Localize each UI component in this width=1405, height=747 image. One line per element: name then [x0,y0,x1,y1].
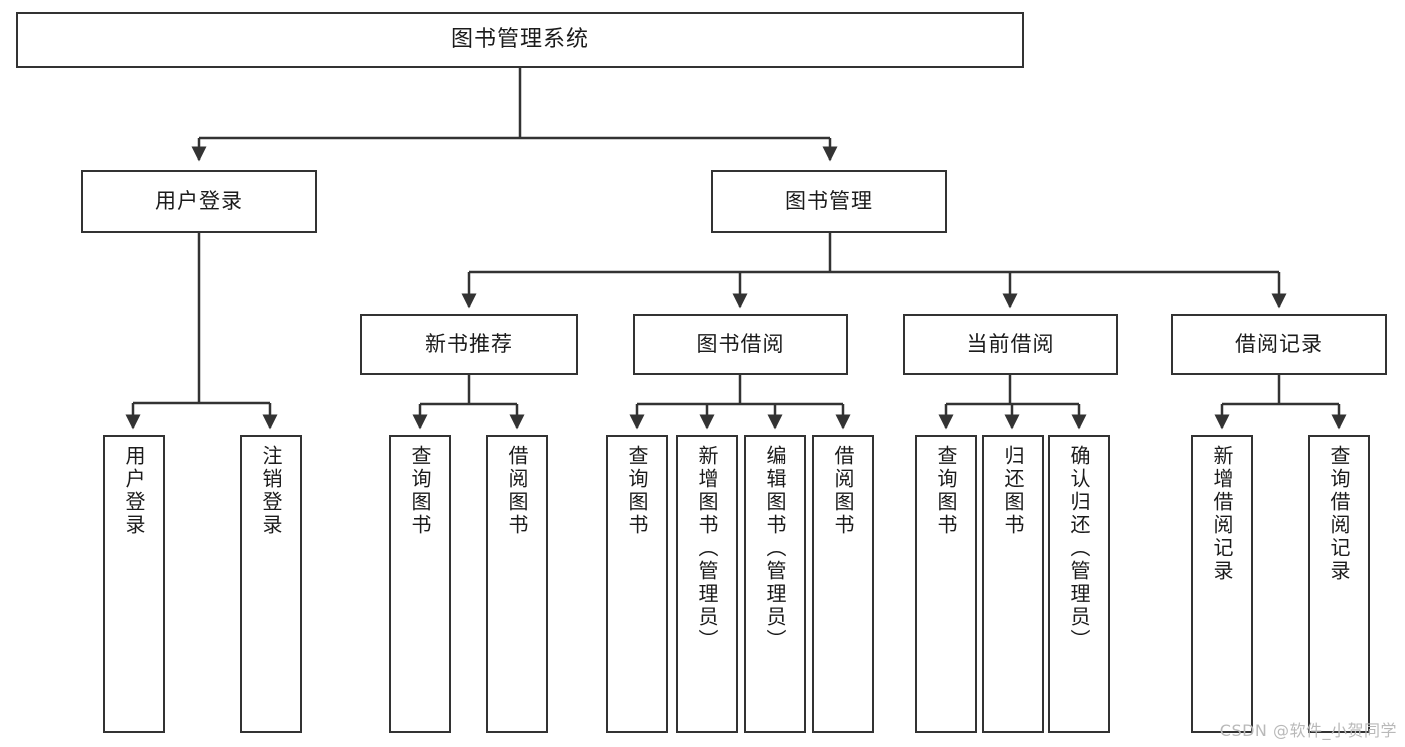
leaf-current-borrow-return[interactable]: 归还图书 [982,435,1044,733]
leaf-current-borrow-query[interactable]: 查询图书 [915,435,977,733]
node-current-borrow-label: 当前借阅 [966,332,1055,357]
leaf-user-login-login-label: 用户登录 [122,445,146,537]
leaf-book-borrow-edit[interactable]: 编辑图书（管理员） [744,435,806,733]
leaf-user-login-logout-label: 注销登录 [259,445,283,537]
node-current-borrow[interactable]: 当前借阅 [903,314,1118,375]
leaf-book-borrow-add[interactable]: 新增图书（管理员） [676,435,738,733]
node-borrow-record[interactable]: 借阅记录 [1171,314,1387,375]
node-book-management[interactable]: 图书管理 [711,170,947,233]
leaf-borrow-record-query-label: 查询借阅记录 [1327,445,1351,583]
watermark: CSDN @软件_小贺同学 [1219,721,1397,740]
node-root[interactable]: 图书管理系统 [16,12,1024,68]
node-book-borrow-label: 图书借阅 [696,332,785,357]
node-new-book-recommend-label: 新书推荐 [425,332,513,357]
leaf-book-borrow-edit-label: 编辑图书（管理员） [763,445,787,652]
leaf-current-borrow-query-label: 查询图书 [934,445,958,537]
node-book-management-label: 图书管理 [785,189,873,214]
leaf-new-book-query-label: 查询图书 [408,445,432,537]
leaf-borrow-record-query[interactable]: 查询借阅记录 [1308,435,1370,733]
node-new-book-recommend[interactable]: 新书推荐 [360,314,578,375]
leaf-borrow-record-add[interactable]: 新增借阅记录 [1191,435,1253,733]
node-borrow-record-label: 借阅记录 [1235,332,1323,357]
leaf-new-book-borrow[interactable]: 借阅图书 [486,435,548,733]
leaf-user-login-login[interactable]: 用户登录 [103,435,165,733]
leaf-current-borrow-return-label: 归还图书 [1001,445,1025,537]
node-user-login[interactable]: 用户登录 [81,170,317,233]
leaf-current-borrow-confirm[interactable]: 确认归还（管理员） [1048,435,1110,733]
leaf-book-borrow-borrow-label: 借阅图书 [831,445,855,537]
leaf-book-borrow-query[interactable]: 查询图书 [606,435,668,733]
leaf-user-login-logout[interactable]: 注销登录 [240,435,302,733]
leaf-new-book-query[interactable]: 查询图书 [389,435,451,733]
leaf-book-borrow-query-label: 查询图书 [625,445,649,537]
leaf-book-borrow-add-label: 新增图书（管理员） [695,445,719,652]
leaf-current-borrow-confirm-label: 确认归还（管理员） [1067,445,1091,652]
node-root-label: 图书管理系统 [450,27,589,53]
node-book-borrow[interactable]: 图书借阅 [633,314,848,375]
leaf-borrow-record-add-label: 新增借阅记录 [1210,445,1234,583]
leaf-book-borrow-borrow[interactable]: 借阅图书 [812,435,874,733]
leaf-new-book-borrow-label: 借阅图书 [505,445,529,537]
node-user-login-label: 用户登录 [155,189,243,214]
